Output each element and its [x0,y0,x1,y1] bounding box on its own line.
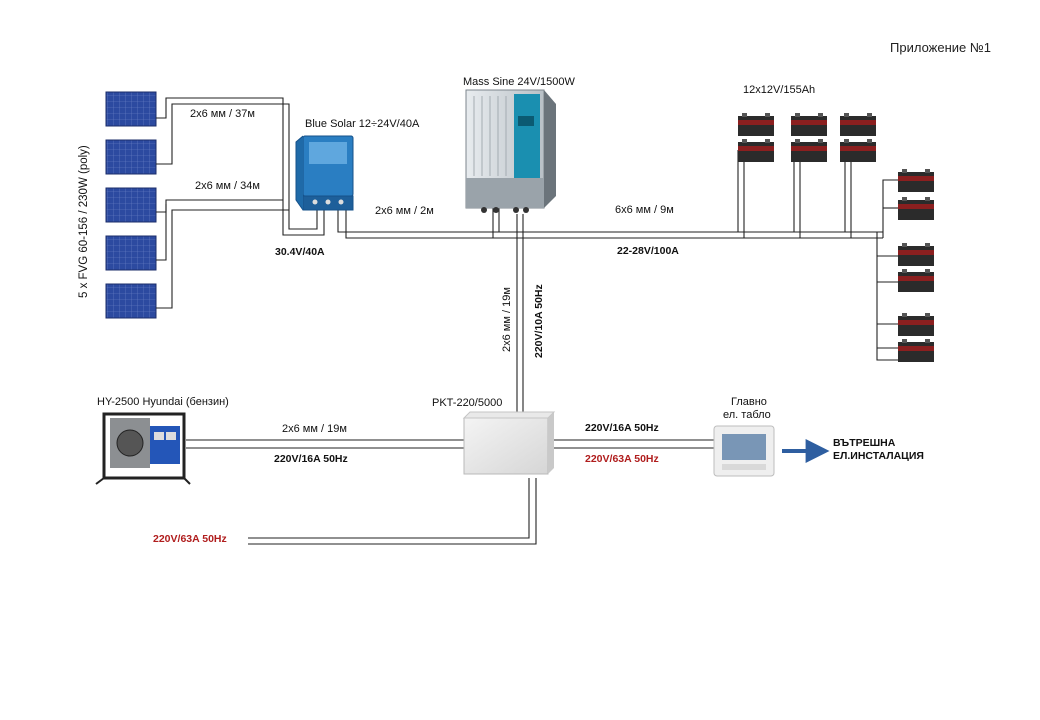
pv-panel [105,139,157,175]
battery-icon [898,169,934,192]
generator [95,412,191,485]
battery-icon [898,243,934,266]
panel-label-1: Главно [731,396,767,408]
generator-label: HY-2500 Hyundai (бензин) [97,396,229,408]
controller-label: Blue Solar 12÷24V/40A [305,118,420,130]
inverter-label: Mass Sine 24V/1500W [463,76,575,88]
pv-panel [105,235,157,271]
installation-label-2: ЕЛ.ИНСТАЛАЦИЯ [833,450,924,462]
wires [156,97,898,545]
battery-icon [840,139,876,162]
battery-icon [738,139,774,162]
battery-icon [898,313,934,336]
cable-pv-upper: 2x6 мм / 37м [190,108,255,120]
switch-output: 220V/16A 50Hz [585,422,659,434]
battery-icon [898,197,934,220]
pv-panel [105,187,157,223]
switch-label: PKT-220/5000 [432,397,503,409]
cable-pv-lower: 2x6 мм / 34м [195,180,260,192]
battery-bus-rating: 22-28V/100A [617,245,679,257]
grid-input-label: 220V/63A 50Hz [153,533,227,545]
cable-battery-bus: 6x6 мм / 9м [615,204,674,216]
cable-generator: 2x6 мм / 19м [282,423,347,435]
battery-icon [791,139,827,162]
batteries-label: 12x12V/155Ah [743,84,816,96]
installation-label-1: ВЪТРЕШНА [833,437,896,449]
distribution-panel [713,425,775,477]
battery-icon [738,113,774,136]
switch-output-red: 220V/63A 50Hz [585,453,659,465]
charge-controller [295,135,354,211]
controller-output: 30.4V/40A [275,246,325,258]
cable-inverter-down: 2x6 мм / 19м [501,287,513,352]
generator-output: 220V/16A 50Hz [274,453,348,465]
pv-panel [105,91,157,127]
transfer-switch [462,411,556,475]
pv-array-label: 5 x FVG 60-156 / 230W (poly) [78,145,90,298]
battery-icon [898,269,934,292]
cable-controller-bus: 2x6 мм / 2м [375,205,434,217]
pv-panel [105,283,157,319]
pv-panels [105,91,157,319]
appendix-label: Приложение №1 [890,40,992,55]
inverter [465,89,556,213]
battery-icon [791,113,827,136]
batteries [738,113,934,362]
panel-label-2: ел. табло [723,409,771,421]
battery-icon [840,113,876,136]
battery-icon [898,339,934,362]
inverter-output: 220V/10A 50Hz [533,284,545,358]
